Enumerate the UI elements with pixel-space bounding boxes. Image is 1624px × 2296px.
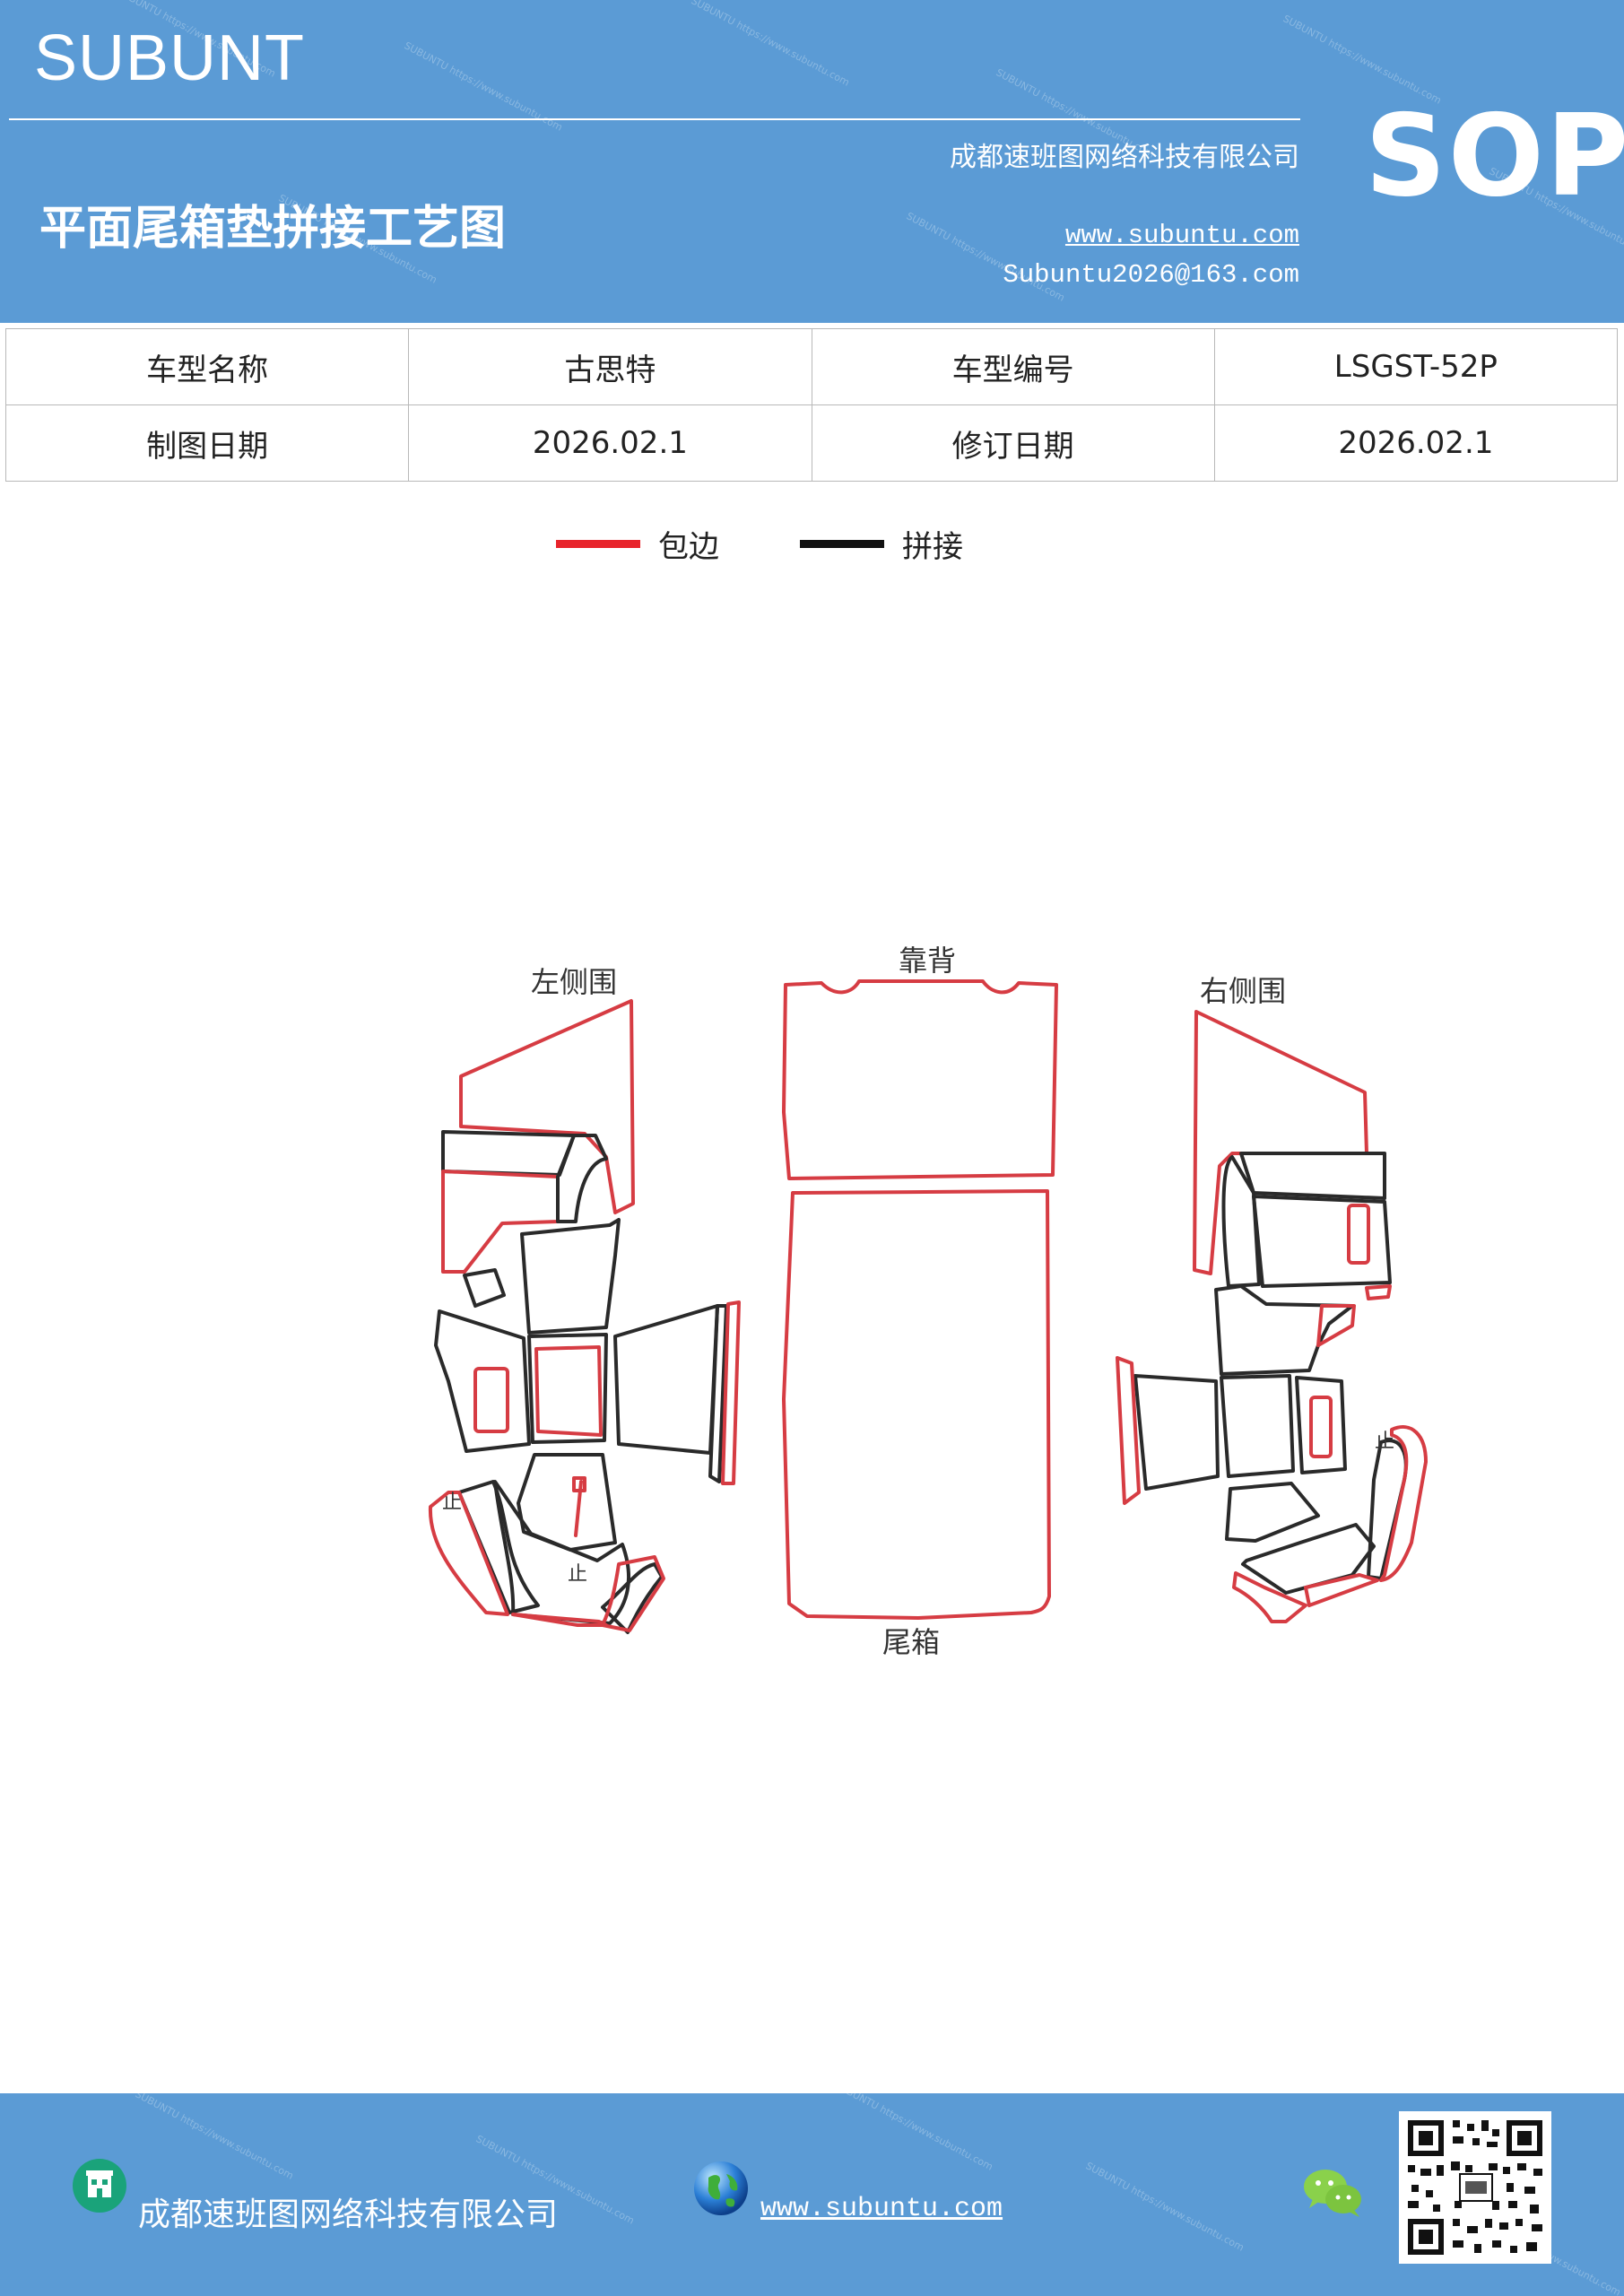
right-low-block [1225, 1482, 1320, 1543]
globe-icon [694, 2161, 748, 2215]
footer-website-link[interactable]: www.subuntu.com [760, 2194, 1003, 2224]
watermark: SUBUNTU https://www.subuntu.com [133, 2093, 296, 2182]
table-cell: 2026.02.1 [1213, 404, 1619, 482]
label-trunk: 尾箱 [882, 1625, 940, 1659]
wechat-icon [1304, 2170, 1361, 2217]
right-outer-edge [1379, 1425, 1428, 1582]
footer-company-name: 成都速班图网络科技有限公司 [138, 2196, 559, 2233]
legend: 包边 拼接 [0, 520, 1624, 574]
website-link[interactable]: www.subuntu.com [1064, 221, 1299, 250]
brand-name: SUBUNT [34, 22, 306, 94]
left-right-strip [708, 1304, 728, 1483]
building-icon [73, 2159, 126, 2213]
label-backrest: 靠背 [899, 944, 956, 978]
left-side-window [473, 1367, 509, 1433]
left-upper-block [520, 1218, 621, 1335]
sop-badge: SOP [1365, 90, 1624, 222]
label-stop-1: 止 [442, 1492, 462, 1514]
right-mid-side [1295, 1376, 1347, 1474]
company-name: 成都速班图网络科技有限公司 [950, 142, 1299, 173]
left-low-tab [572, 1476, 586, 1492]
left-outer-edge [428, 1491, 509, 1616]
qr-code-icon [1399, 2111, 1551, 2264]
right-mid-window [1309, 1396, 1333, 1458]
watermark: SUBUNTU https://www.subuntu.com [689, 0, 852, 89]
left-top-wedge [459, 999, 635, 1214]
right-bottom-edge [1232, 1571, 1307, 1623]
right-wall-edge [1365, 1284, 1392, 1300]
legend-edge-label: 包边 [658, 529, 719, 565]
legend-seam-swatch [800, 540, 884, 548]
right-side-window [1347, 1204, 1370, 1265]
watermark: SUBUNTU https://www.subuntu.com [904, 210, 1067, 304]
left-bottom-edge [511, 1613, 608, 1627]
trunk-floor-panel [782, 1189, 1051, 1620]
right-wall-piece [1239, 1152, 1386, 1200]
backrest-panel [782, 979, 1058, 1180]
vehicle-info-table: 车型名称 古思特 车型编号 LSGST-52P 制图日期 2026.02.1 修… [4, 328, 1619, 482]
left-arch [556, 1134, 608, 1223]
left-mid-inner [534, 1345, 603, 1437]
left-panel-group [428, 999, 741, 1634]
right-arch [1221, 1155, 1261, 1288]
table-cell: 制图日期 [4, 404, 410, 482]
right-wall-lower [1252, 1195, 1392, 1288]
table-cell: 车型编号 [811, 328, 1215, 405]
trunk-mat-diagram: 左侧围 靠背 右侧围 尾箱 止 止 止 [428, 944, 1428, 1659]
table-cell: 车型名称 [4, 328, 410, 405]
table-cell: LSGST-52P [1213, 328, 1619, 405]
right-panel-group [1116, 1010, 1428, 1623]
label-stop-3: 止 [1375, 1431, 1394, 1453]
table-cell: 古思特 [408, 328, 812, 405]
label-stop-2: 止 [568, 1563, 587, 1586]
left-corner-edge [601, 1555, 665, 1632]
left-right-strip-edge [721, 1300, 741, 1485]
header-divider [9, 118, 1300, 120]
watermark: SUBUNTU https://www.subuntu.com [1083, 2160, 1246, 2254]
right-upper-block [1214, 1284, 1354, 1376]
left-wall-lower [441, 1170, 560, 1274]
label-left-side: 左侧围 [531, 965, 617, 999]
legend-seam-label: 拼接 [902, 529, 963, 565]
table-row: 制图日期 2026.02.1 修订日期 2026.02.1 [4, 404, 1619, 482]
right-mid-left [1133, 1374, 1220, 1491]
email-address[interactable]: Subuntu2026@163.com [1003, 260, 1299, 290]
table-cell: 修订日期 [811, 404, 1215, 482]
left-wall-piece [441, 1130, 576, 1177]
left-right-wing [613, 1304, 719, 1455]
left-small-tab [463, 1268, 506, 1308]
right-corner-edge [1304, 1573, 1379, 1607]
right-mid-block [1220, 1374, 1295, 1478]
legend-edge-swatch [556, 540, 640, 548]
left-mid-block [527, 1333, 608, 1444]
right-mid-left-edge [1116, 1356, 1141, 1505]
footer-banner: SUBUNTU https://www.subuntu.com SUBUNTU … [0, 2093, 1624, 2296]
right-top-wedge [1193, 1010, 1368, 1275]
page-title: 平面尾箱垫拼接工艺图 [39, 201, 507, 256]
table-cell: 2026.02.1 [408, 404, 812, 482]
table-row: 车型名称 古思特 车型编号 LSGST-52P [4, 328, 1619, 405]
label-right-side: 右侧围 [1200, 974, 1286, 1008]
right-upper-edge [1316, 1304, 1356, 1347]
header-banner: SUBUNTU https://www.subuntu.com SUBUNTU … [0, 0, 1624, 323]
watermark: SUBUNTU https://www.subuntu.com [832, 2093, 995, 2173]
right-low-edge [1241, 1523, 1376, 1595]
left-side-block [434, 1309, 531, 1453]
